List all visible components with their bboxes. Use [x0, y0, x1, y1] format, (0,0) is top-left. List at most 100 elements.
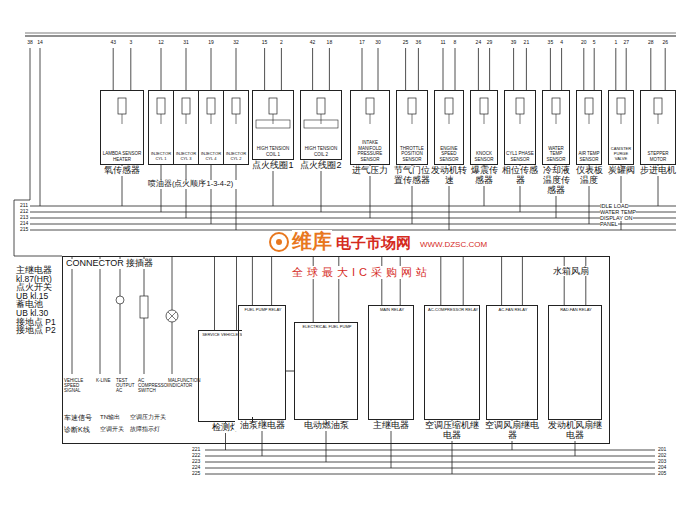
part-name: AIR TEMP SENSOR	[578, 151, 600, 162]
part-name: STEPPER MOTOR	[642, 151, 674, 162]
wire-number: 225	[192, 471, 200, 477]
wire	[25, 35, 676, 36]
wire	[113, 48, 114, 90]
component-box: LAMBDA SENSOR HEATER氧传感器	[100, 90, 144, 165]
wire-number: 201	[658, 447, 666, 453]
wire	[589, 114, 590, 124]
signal-label: 喷油器(点火顺序1-3-4-2)	[148, 180, 246, 189]
wire	[205, 450, 655, 451]
signal-label: 水箱风扇	[553, 266, 589, 276]
coil-symbol	[304, 120, 338, 128]
wire	[561, 48, 562, 90]
pin-number: 27	[619, 40, 633, 46]
wire	[583, 48, 584, 90]
wire	[665, 48, 666, 90]
part-name: INJECTOR CYL 3	[175, 152, 197, 162]
watermark: 维库	[292, 230, 332, 253]
pin-number: 30	[371, 40, 385, 46]
part-name-cn: 主继电器	[365, 421, 417, 431]
wire	[100, 256, 101, 374]
wire	[186, 165, 187, 218]
wire	[30, 212, 676, 213]
component-symbol	[317, 98, 325, 114]
part-name-cn: 步进电机	[637, 166, 679, 176]
component-box: CANISTER PURGE VALVE炭罐阀	[608, 90, 634, 165]
part-name: KNOCK SENSOR	[472, 151, 496, 162]
signal-label: 故障指示灯	[130, 426, 160, 433]
part-name-cn: 仪表板温度	[573, 166, 605, 186]
component-symbol	[445, 98, 453, 114]
wire	[449, 114, 450, 124]
wire	[522, 256, 523, 305]
part-name: WATER TEMP SENSOR	[544, 146, 568, 162]
component-box: FUEL PUMP RELAY油泵继电器	[238, 305, 286, 420]
signal-label: AC COMPRESSOR SWITCH	[138, 378, 166, 394]
coil-symbol	[256, 120, 290, 128]
component-box: WATER TEMP SENSOR冷却液温度传感器	[542, 90, 570, 165]
wire	[281, 48, 282, 90]
part-name: MAIN RELAY	[372, 308, 412, 417]
wire	[321, 114, 322, 124]
wire	[556, 114, 557, 124]
wire	[484, 114, 485, 124]
wire	[236, 165, 237, 230]
wire	[501, 256, 502, 305]
part-name: CONNECTOR 接插器	[66, 259, 153, 269]
part-name: FUEL PUMP RELAY	[242, 308, 284, 417]
pin-number: 43	[106, 40, 120, 46]
part-name: INJECTOR CYL 2	[225, 152, 247, 162]
wire-number: 214	[20, 221, 28, 227]
signal-label: PANEL	[600, 221, 618, 227]
wire	[264, 48, 265, 90]
part-name-cn: 点火线圈2	[297, 161, 345, 171]
part-name: AC-COMPRESSOR RELAY	[428, 308, 478, 417]
pin-number: 32	[229, 40, 243, 46]
part-name-cn: 空调风扇继电器	[483, 421, 541, 441]
part-name-cn: 爆震传感器	[467, 166, 501, 186]
part-name-cn: 油泵继电器	[235, 421, 289, 431]
pin-number: 12	[154, 40, 168, 46]
wire	[252, 256, 253, 305]
component-box: INJECTOR CYL 3	[173, 90, 199, 165]
wire-number: 223	[192, 459, 200, 465]
component-box: THROTTLE POSITION SENSOR节气门位置传感器	[396, 90, 428, 165]
wire	[312, 48, 313, 90]
pin-number: 28	[644, 40, 658, 46]
wire	[405, 48, 406, 90]
pin-number: 31	[179, 40, 193, 46]
wire	[455, 48, 456, 90]
wire	[362, 48, 363, 90]
part-name: ELECTRICAL FUEL PUMP	[298, 325, 356, 417]
wire	[211, 114, 212, 124]
wire	[14, 256, 62, 257]
component-box: STEPPER MOTOR步进电机	[640, 90, 676, 165]
wire	[214, 256, 215, 330]
pressure-switch-symbol	[140, 296, 148, 318]
part-name-cn: 冷却液温度传感器	[539, 166, 573, 196]
wire	[161, 48, 162, 90]
wire	[615, 48, 616, 90]
wire-number: 212	[20, 209, 28, 215]
part-name-cn: 电动燃油泵	[291, 421, 361, 431]
signal-label: 车速信号	[64, 414, 92, 422]
switch-symbol	[116, 296, 124, 304]
part-name: INJECTOR CYL 1	[150, 152, 172, 162]
part-name: HIGH TENSION COIL 1	[254, 146, 292, 157]
watermark: 电子市场网	[336, 234, 411, 251]
component-symbol	[654, 98, 662, 114]
component-box: HIGH TENSION COIL 1点火线圈1	[252, 90, 294, 160]
wire	[370, 114, 371, 124]
wire	[130, 48, 131, 90]
wire	[211, 165, 212, 224]
part-name-cn: 炭罐阀	[605, 166, 637, 176]
wire	[161, 114, 162, 124]
part-name: HIGH TENSION COIL 2	[302, 146, 340, 157]
wire	[273, 114, 274, 124]
part-name-cn: 点火线圈1	[249, 161, 297, 171]
component-box: KNOCK SENSOR爆震传感器	[470, 90, 498, 165]
component-box: HIGH TENSION COIL 2点火线圈2	[300, 90, 342, 160]
signal-label: TN输出	[100, 414, 120, 421]
wire	[14, 200, 15, 256]
pin-number: 5	[587, 40, 601, 46]
wire	[186, 48, 187, 90]
